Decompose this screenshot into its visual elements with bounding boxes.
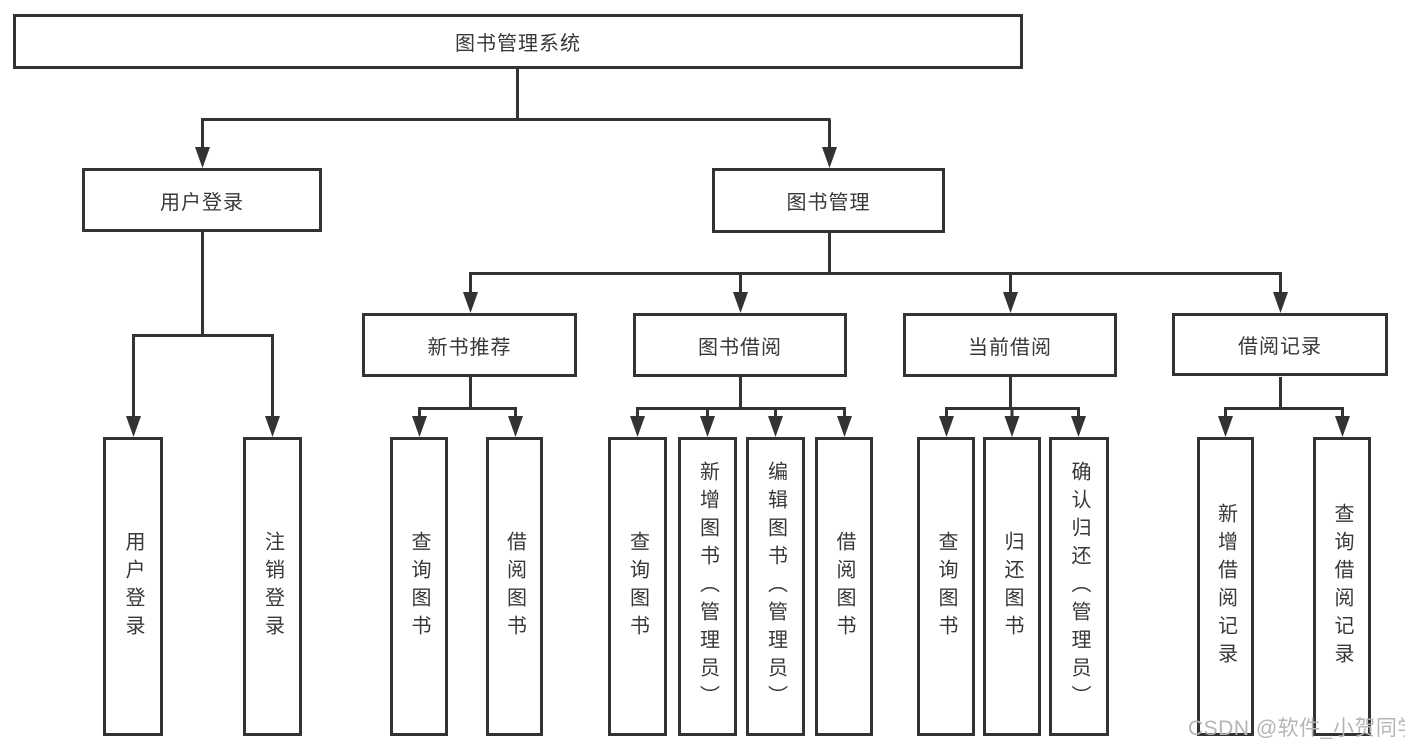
node-leaf-query-books-2: 查询图书 — [608, 437, 667, 736]
node-book-mgmt: 图书管理 — [712, 168, 945, 233]
node-leaf-borrow-books-2: 借阅图书 — [815, 437, 873, 736]
node-book-borrow: 图书借阅 — [633, 313, 847, 377]
arrowheads — [126, 147, 1350, 437]
node-leaf-logout: 注销登录 — [243, 437, 302, 736]
node-current-borrow: 当前借阅 — [903, 313, 1117, 377]
node-leaf-confirm-return: 确认归还（管理员） — [1049, 437, 1109, 736]
node-leaf-borrow-books-1: 借阅图书 — [486, 437, 543, 736]
node-leaf-add-books: 新增图书（管理员） — [678, 437, 737, 736]
node-new-book-rec: 新书推荐 — [362, 313, 577, 377]
node-leaf-return-books: 归还图书 — [983, 437, 1041, 736]
node-borrow-records: 借阅记录 — [1172, 313, 1388, 376]
node-leaf-user-login: 用户登录 — [103, 437, 163, 736]
node-leaf-query-books-1: 查询图书 — [390, 437, 448, 736]
node-root: 图书管理系统 — [13, 14, 1023, 69]
node-leaf-query-borrow-record: 查询借阅记录 — [1313, 437, 1371, 736]
node-leaf-add-borrow-record: 新增借阅记录 — [1197, 437, 1254, 736]
connector-segments — [132, 69, 1344, 418]
node-user-login: 用户登录 — [82, 168, 322, 232]
watermark: CSDN @软件_小贺同学 — [1188, 717, 1405, 740]
node-leaf-query-books-3: 查询图书 — [917, 437, 975, 736]
node-leaf-edit-books: 编辑图书（管理员） — [746, 437, 805, 736]
